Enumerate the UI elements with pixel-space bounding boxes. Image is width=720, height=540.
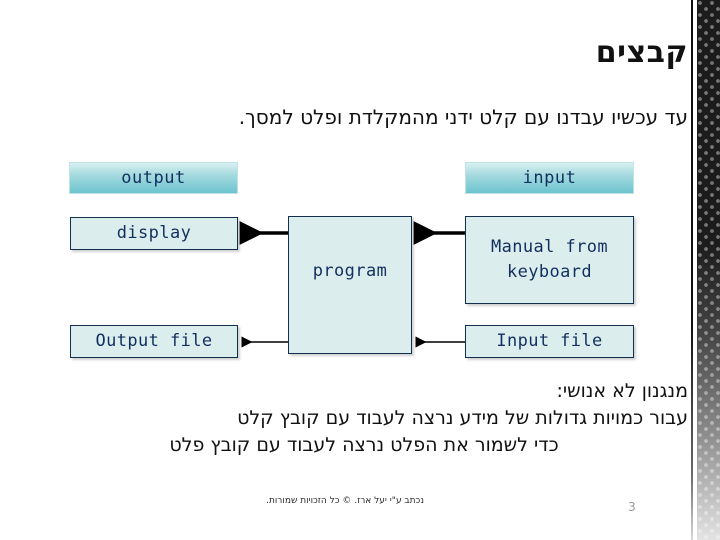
node-display: display — [70, 217, 238, 250]
node-output-file: Output file — [70, 325, 238, 358]
node-input-file: Input file — [465, 325, 634, 358]
note-line-1: מנגנון לא אנושי: — [556, 380, 688, 402]
band-output: output — [69, 162, 238, 194]
lead-paragraph: עד עכשיו עבדנו עם קלט ידני מהמקלדת ופלט … — [238, 105, 688, 129]
note-line-3: כדי לשמור את הפלט נרצה לעבוד עם קובץ פלט — [169, 433, 559, 456]
right-edge-rule — [691, 0, 693, 540]
right-edge-fade-overlay — [697, 0, 720, 540]
footer-credit: נכתב ע"י יעל ארז. © כל הזכויות שמורות. — [266, 496, 424, 506]
node-manual-from-keyboard: Manual from keyboard — [465, 216, 634, 304]
node-program: program — [288, 216, 412, 354]
page-number: 3 — [628, 500, 636, 514]
notes-block: מנגנון לא אנושי: עבור כמויות גדולות של מ… — [40, 378, 688, 459]
page-title: קבצים — [595, 35, 688, 70]
note-line-2: עבור כמויות גדולות של מידע נרצה לעבוד עם… — [237, 406, 688, 429]
band-input: input — [465, 162, 634, 194]
